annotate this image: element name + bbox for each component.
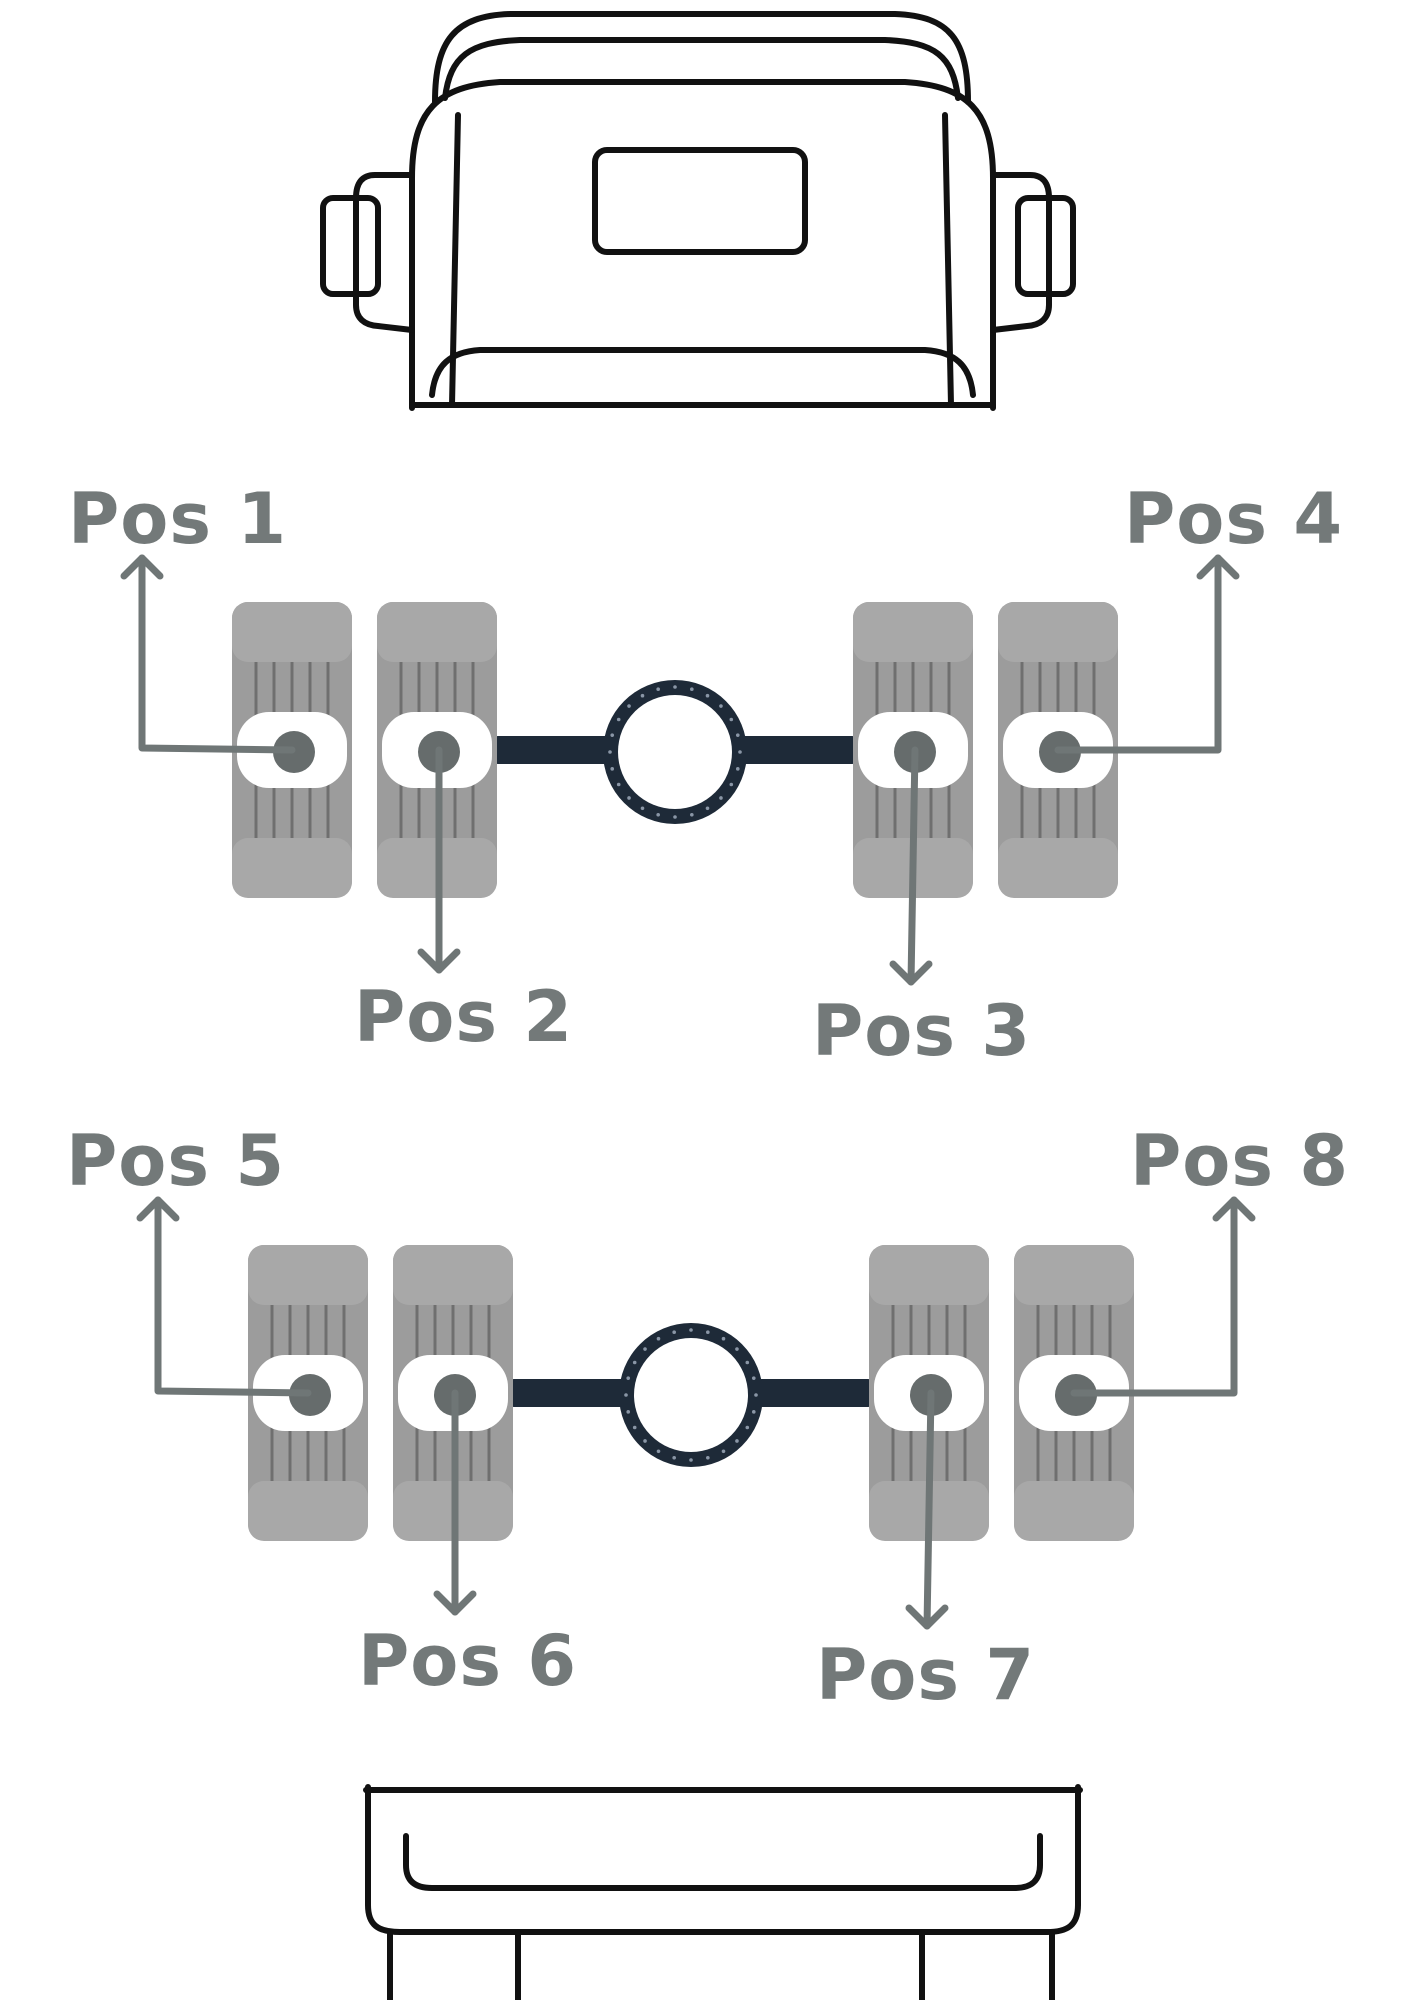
position-label-2: Pos 2 bbox=[354, 976, 574, 1058]
arrow-pos-5 bbox=[136, 1196, 312, 1397]
position-label-5: Pos 5 bbox=[66, 1120, 286, 1202]
position-label-8: Pos 8 bbox=[1130, 1120, 1350, 1202]
position-label-7: Pos 7 bbox=[816, 1634, 1036, 1716]
arrow-pos-3 bbox=[889, 746, 933, 986]
arrow-pos-7 bbox=[905, 1389, 949, 1630]
arrow-pos-6 bbox=[433, 1389, 477, 1616]
position-label-6: Pos 6 bbox=[358, 1620, 578, 1702]
differential-center bbox=[634, 1338, 748, 1452]
position-label-1: Pos 1 bbox=[68, 478, 288, 560]
axle-assembly-1 bbox=[120, 554, 1240, 986]
arrow-pos-2 bbox=[417, 746, 461, 974]
arrow-pos-1 bbox=[120, 554, 296, 754]
arrow-pos-8 bbox=[1070, 1196, 1256, 1397]
position-label-4: Pos 4 bbox=[1124, 478, 1344, 560]
truck-rear-icon bbox=[363, 1784, 1083, 2000]
truck-cab-icon bbox=[320, 11, 1076, 411]
position-label-3: Pos 3 bbox=[812, 990, 1032, 1072]
differential-center bbox=[618, 695, 732, 809]
arrow-pos-4 bbox=[1054, 554, 1240, 754]
axle-assembly-2 bbox=[136, 1196, 1256, 1630]
